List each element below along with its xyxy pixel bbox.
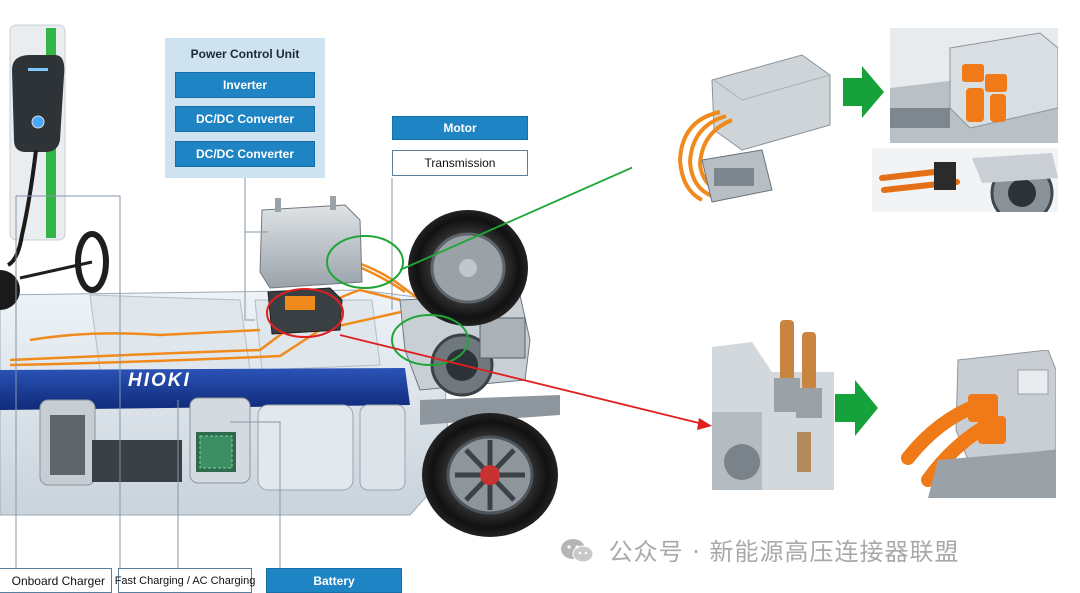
photo-orange-connectors-top — [890, 28, 1058, 143]
battery-label: Battery — [266, 568, 402, 593]
watermark-text: 公众号 · 新能源高压连接器联盟 — [608, 538, 960, 566]
pcu-item-dcdc-2: DC/DC Converter — [175, 141, 315, 167]
photo-cables-motor — [872, 148, 1058, 212]
charging-station — [6, 24, 66, 267]
wechat-icon — [561, 539, 594, 563]
power-control-unit-panel: Power Control Unit Inverter DC/DC Conver… — [165, 38, 325, 178]
pcu-item-inverter: Inverter — [175, 72, 315, 98]
onboard-charger-text: Onboard Charger — [11, 573, 105, 588]
steering-wheel — [19, 231, 109, 293]
pcu-item-dcdc-1: DC/DC Converter — [175, 106, 315, 132]
rear-wheel-top — [408, 210, 528, 326]
pcu-title: Power Control Unit — [190, 47, 300, 61]
red-highlight-ellipse — [266, 288, 344, 338]
onboard-charger-label: Onboard Charger — [0, 568, 112, 593]
photo-copper-terminals — [712, 312, 834, 490]
rear-wheel-bottom — [422, 413, 558, 537]
red-arrow — [339, 334, 712, 430]
watermark: 公众号 · 新能源高压连接器联盟 — [560, 532, 960, 567]
pcu-unit — [259, 196, 363, 335]
battery-floor — [0, 289, 451, 516]
left-wheel — [0, 270, 20, 310]
transmission-label: Transmission — [392, 150, 528, 176]
brand-label: HIOKI — [128, 370, 191, 391]
green-block-arrow-top — [843, 66, 884, 118]
fast-charging-label: Fast Charging / AC Charging — [115, 568, 255, 593]
rear-drive-unit — [399, 262, 560, 425]
green-highlight-ellipse-bottom — [391, 314, 469, 366]
green-highlight-ellipse-top — [326, 235, 404, 289]
photo-pcu-cables — [632, 50, 837, 206]
green-block-arrow-bottom — [835, 380, 878, 436]
photo-orange-connectors-motor — [898, 350, 1056, 498]
motor-label: Motor — [392, 116, 528, 140]
